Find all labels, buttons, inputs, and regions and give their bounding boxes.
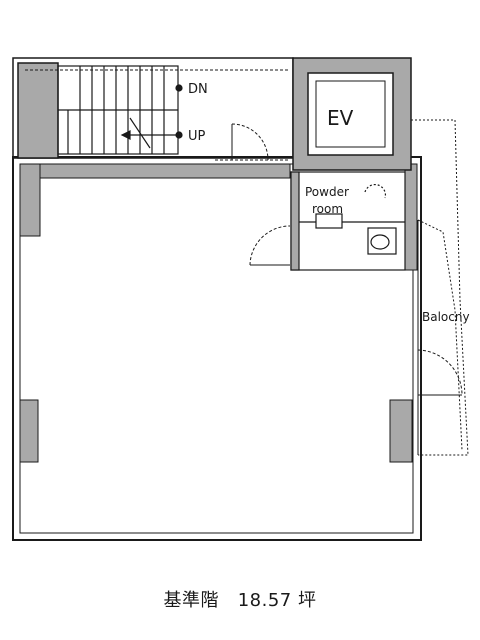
dn-label: DN (188, 82, 208, 97)
floor-area-unit: 坪 (297, 590, 317, 611)
powder-label-line2: room (312, 202, 343, 216)
balcony-label: Balocny (422, 310, 470, 324)
floor-name: 基準階 (163, 590, 220, 611)
elevator-shaft (292, 57, 412, 171)
floor-plan: DN UP EV Powder room Balocny (12, 57, 470, 541)
staircase (57, 65, 179, 155)
powder-label-line1: Powder (305, 185, 349, 199)
ev-label: EV (327, 106, 354, 130)
powder-door (249, 225, 291, 266)
hallway-door (231, 123, 269, 161)
balcony (411, 119, 469, 456)
wall-pillars (19, 163, 418, 463)
dn-marker (175, 84, 183, 92)
powder-room (290, 171, 406, 271)
up-label: UP (188, 129, 206, 144)
corridor-dashed-lines (25, 69, 290, 161)
floor-caption: 基準階 18.57 坪 (0, 586, 480, 612)
stair-enclosure (12, 57, 294, 159)
balcony-door (417, 349, 463, 396)
floor-area: 18.57 (237, 590, 292, 611)
up-marker (175, 131, 183, 139)
stair-arrows (120, 84, 183, 140)
main-room-walls (12, 156, 422, 541)
